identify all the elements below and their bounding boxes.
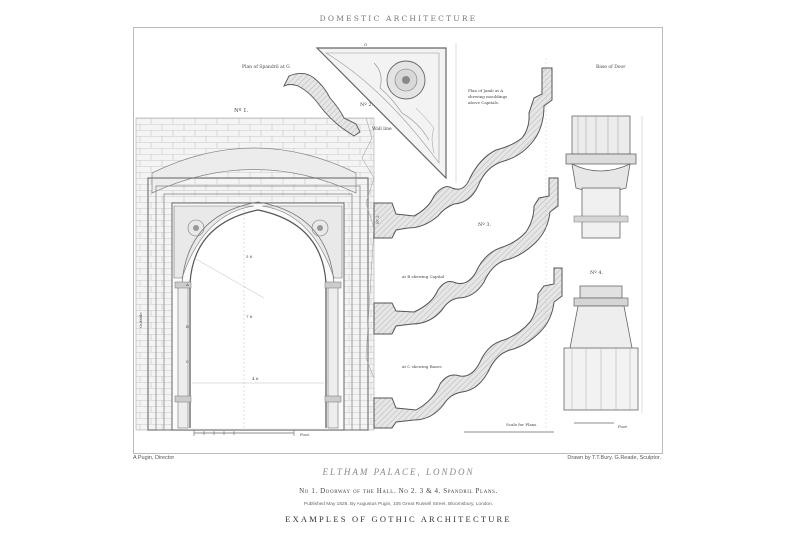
label-outside: Outside — [138, 312, 143, 328]
label-dim-height: 7 6 — [246, 314, 253, 319]
label-letter-b: B — [186, 324, 189, 329]
label-foot-right: Foot — [618, 424, 627, 429]
label-plan-spandril: Plan of Spandril at G — [242, 64, 290, 70]
architectural-drawing: Plan of Spandril at G Nº 2. Wall line Nº… — [135, 42, 643, 437]
label-plan-jamb-1: Plan of Jamb at A — [468, 88, 503, 93]
doorway-elevation — [135, 117, 375, 436]
label-plan-jamb-3: above Capitals. — [468, 100, 499, 105]
credit-director: A Pugin, Director — [133, 455, 175, 461]
label-plan-jamb-2: shewing mouldings — [468, 94, 507, 99]
top-title: DOMESTIC ARCHITECTURE — [319, 14, 478, 23]
label-letter-a: A — [185, 282, 189, 287]
series-title: EXAMPLES OF GOTHIC ARCHITECTURE — [285, 514, 512, 524]
label-letter-g: G — [364, 42, 367, 47]
label-fig1: Nº 1. — [234, 107, 249, 114]
plate-main-title: ELTHAM PALACE, LONDON — [322, 467, 475, 477]
spandril-moulding-profile — [282, 73, 361, 137]
label-wall-line: Wall line — [372, 126, 392, 132]
label-fig3: Nº 3. — [478, 222, 491, 228]
spandril-plan — [315, 43, 457, 183]
label-foot-left: Foot. — [300, 432, 310, 437]
label-at-c: at C shewing Bases — [402, 364, 442, 369]
label-at-b: at B shewing Capital — [402, 274, 445, 279]
column-elevation — [563, 115, 643, 424]
drawing-plate: Plan of Spandril at G Nº 2. Wall line Nº… — [133, 27, 663, 454]
label-dim-width: 4 6 — [252, 376, 259, 381]
label-base-of-door: Base of Door — [596, 64, 626, 70]
label-fig4: Nº 4. — [590, 270, 603, 276]
label-fig3-side: Nº 3. — [376, 215, 380, 224]
publication-line: Published May 1828. By Augustus Pugin, 1… — [303, 502, 494, 507]
plate-subtitle: No 1. Doorway of the Hall. No 2. 3 & 4. … — [299, 487, 498, 495]
credit-drawn-by: Drawn by T.T.Bury. G.Reade, Sculptor. — [567, 455, 661, 461]
jamb-plans — [373, 58, 563, 429]
label-scale-plans: Scale for Plans. — [506, 422, 538, 427]
label-fig2: Nº 2. — [360, 102, 373, 108]
label-dim-top: 5 6 — [246, 254, 253, 259]
label-letter-c: C — [186, 359, 189, 364]
